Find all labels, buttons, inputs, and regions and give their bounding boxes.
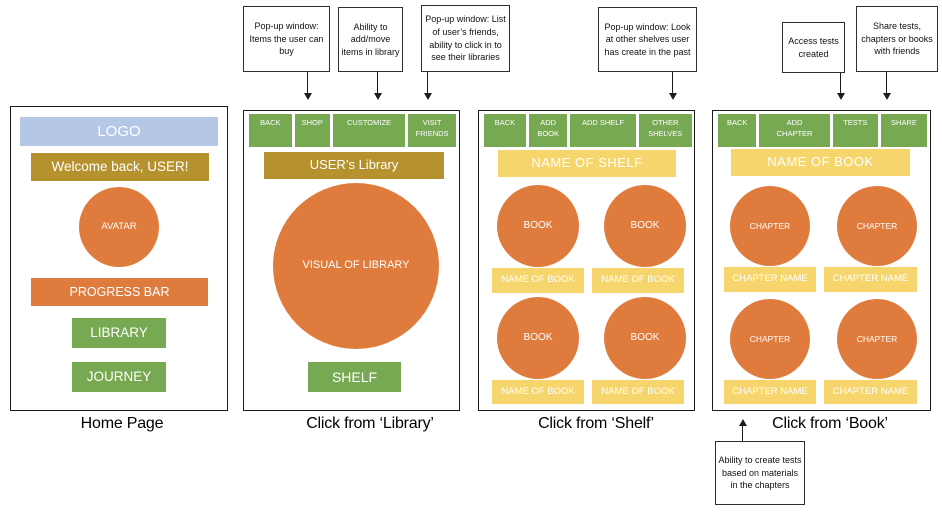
- caption-home-page: Home Page: [80, 415, 164, 432]
- shelf-button[interactable]: SHELF: [308, 362, 401, 392]
- arrow-from-create-tests-icon: [738, 419, 747, 441]
- caption-shelf: Click from ‘Shelf’: [538, 415, 654, 432]
- library-visual-circle: VISUAL OF LIBRARY: [273, 183, 439, 349]
- nav-add-shelf-button[interactable]: ADD SHELF: [570, 114, 636, 147]
- nav-other-shelves-button[interactable]: OTHER SHELVES: [638, 114, 692, 147]
- callout-share: Share tests, chapters or books with frie…: [856, 6, 938, 72]
- chapter-name-label: CHAPTER NAME: [724, 267, 816, 292]
- callout-create-tests: Ability to create tests based on materia…: [715, 441, 805, 505]
- chapter-circle[interactable]: CHAPTER: [730, 186, 810, 266]
- book-title-bar: NAME OF BOOK: [731, 149, 910, 176]
- book-name-label: NAME OF BOOK: [492, 380, 584, 404]
- nav-back-button[interactable]: BACK: [718, 114, 757, 147]
- arrow-to-customize-icon: [373, 72, 382, 100]
- book-circle[interactable]: BOOK: [497, 185, 579, 267]
- callout-shop-popup: Pop-up window: Items the user can buy: [243, 6, 330, 72]
- arrow-to-tests-icon: [836, 73, 845, 100]
- nav-share-button[interactable]: SHARE: [880, 114, 927, 147]
- book-circle[interactable]: BOOK: [497, 297, 579, 379]
- shelf-nav-bar: BACK ADD BOOK ADD SHELF OTHER SHELVES: [484, 114, 692, 147]
- panel-shelf: BACK ADD BOOK ADD SHELF OTHER SHELVES NA…: [478, 110, 695, 411]
- library-title-bar: USER’s Library: [264, 152, 444, 179]
- chapter-name-label: CHAPTER NAME: [824, 267, 917, 292]
- chapter-name-label: CHAPTER NAME: [724, 380, 816, 404]
- arrow-to-other-shelves-icon: [668, 72, 677, 100]
- chapter-circle[interactable]: CHAPTER: [837, 299, 917, 379]
- nav-shop-button[interactable]: SHOP: [294, 114, 330, 147]
- caption-book: Click from ‘Book’: [772, 415, 888, 432]
- shelf-title-bar: NAME OF SHELF: [498, 150, 676, 177]
- callout-visit-friends: Pop-up window: List of user’s friends, a…: [421, 5, 510, 72]
- nav-add-chapter-button[interactable]: ADD CHAPTER: [759, 114, 830, 147]
- arrow-to-shop-icon: [303, 72, 312, 100]
- nav-back-button[interactable]: BACK: [249, 114, 292, 147]
- progress-bar: PROGRESS BAR: [31, 278, 208, 306]
- book-circle[interactable]: BOOK: [604, 185, 686, 267]
- arrow-to-visit-friends-icon: [423, 72, 432, 100]
- nav-tests-button[interactable]: TESTS: [832, 114, 878, 147]
- panel-book: BACK ADD CHAPTER TESTS SHARE NAME OF BOO…: [712, 110, 931, 411]
- nav-add-book-button[interactable]: ADD BOOK: [528, 114, 568, 147]
- book-circle[interactable]: BOOK: [604, 297, 686, 379]
- book-name-label: NAME OF BOOK: [492, 268, 584, 293]
- library-nav-bar: BACK SHOP CUSTOMIZE VISIT FRIENDS: [249, 114, 457, 147]
- callout-other-shelves: Pop-up window: Look at other shelves use…: [598, 7, 697, 72]
- panel-library: BACK SHOP CUSTOMIZE VISIT FRIENDS USER’s…: [243, 110, 460, 411]
- welcome-banner: Welcome back, USER!: [31, 153, 209, 181]
- chapter-circle[interactable]: CHAPTER: [730, 299, 810, 379]
- panel-home-page: LOGO Welcome back, USER! AVATAR PROGRESS…: [10, 106, 228, 411]
- chapter-name-label: CHAPTER NAME: [824, 380, 917, 404]
- book-nav-bar: BACK ADD CHAPTER TESTS SHARE: [718, 114, 927, 147]
- chapter-circle[interactable]: CHAPTER: [837, 186, 917, 266]
- callout-customize: Ability to add/move items in library: [338, 7, 403, 72]
- caption-library: Click from ‘Library’: [306, 415, 434, 432]
- library-button[interactable]: LIBRARY: [72, 318, 166, 348]
- nav-visit-friends-button[interactable]: VISIT FRIENDS: [408, 114, 457, 147]
- nav-customize-button[interactable]: CUSTOMIZE: [332, 114, 406, 147]
- book-name-label: NAME OF BOOK: [592, 380, 684, 404]
- avatar: AVATAR: [79, 187, 159, 267]
- arrow-to-share-icon: [882, 72, 891, 100]
- journey-button[interactable]: JOURNEY: [72, 362, 166, 392]
- nav-back-button[interactable]: BACK: [484, 114, 526, 147]
- book-name-label: NAME OF BOOK: [592, 268, 684, 293]
- logo-banner: LOGO: [20, 117, 218, 146]
- callout-access-tests: Access tests created: [782, 22, 845, 73]
